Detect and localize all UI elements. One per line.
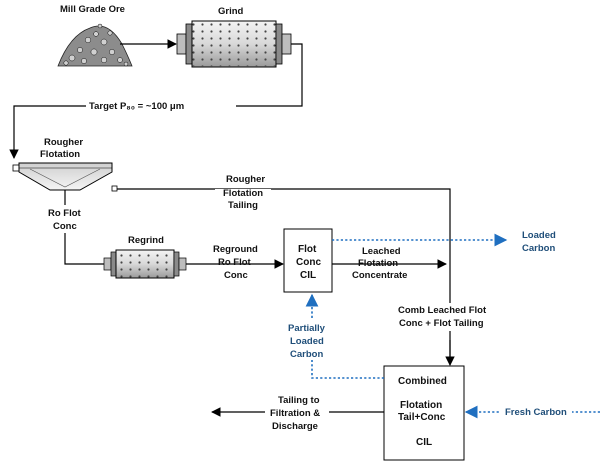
rougher-label-2: Flotation bbox=[40, 149, 80, 160]
rougher-tailing-label-1: Rougher bbox=[226, 174, 265, 185]
fresh-carbon-label: Fresh Carbon bbox=[505, 407, 567, 418]
tailing-label-bg bbox=[265, 393, 329, 433]
ro-flot-conc-label-1: Ro Flot bbox=[48, 208, 82, 219]
rougher-tailing-label-3: Tailing bbox=[228, 200, 258, 211]
tailing-label-2: Filtration & bbox=[270, 408, 320, 419]
target-label-bg bbox=[86, 98, 236, 112]
partially-loaded-label-3: Carbon bbox=[290, 349, 323, 360]
combined-cil-label-4: CIL bbox=[416, 437, 432, 448]
fresh-carbon-label-bg bbox=[500, 404, 572, 418]
partially-loaded-carbon-arrow bbox=[305, 293, 384, 379]
rougher-tailing-label-bg bbox=[215, 189, 271, 211]
regrind-mill-icon bbox=[103, 249, 187, 279]
comb-leached-label-bg bbox=[392, 303, 504, 331]
target-label: Target P₈₀ = ~100 μm bbox=[89, 101, 184, 112]
grind-to-rougher-arrow bbox=[9, 43, 303, 159]
ro-flot-conc-label-2: Conc bbox=[53, 221, 77, 232]
comb-leached-label-2: Conc + Flot Tailing bbox=[399, 318, 484, 329]
leached-conc-label-1: Leached bbox=[362, 246, 401, 257]
reground-label-2: Ro Flot bbox=[218, 257, 252, 268]
loaded-carbon-label-2: Carbon bbox=[522, 243, 555, 254]
flot-conc-cil-box bbox=[283, 228, 333, 293]
combined-cil-box bbox=[383, 365, 465, 461]
rougher-label-1: Rougher bbox=[44, 137, 83, 148]
partially-loaded-label-2: Loaded bbox=[290, 336, 324, 347]
rougher-tailing-label-2: Flotation bbox=[223, 188, 263, 199]
partially-loaded-label-1: Partially bbox=[288, 323, 326, 334]
grind-label: Grind bbox=[218, 6, 244, 17]
grind-mill-icon bbox=[176, 20, 292, 68]
rougher-flotation-cell-icon bbox=[12, 162, 118, 192]
partially-loaded-label-bg bbox=[282, 320, 332, 360]
combined-cil-label-3: Tail+Conc bbox=[398, 412, 446, 423]
combined-cil-label-2: Flotation bbox=[400, 400, 442, 411]
leached-conc-label-3: Concentrate bbox=[352, 270, 407, 281]
reground-label-1: Reground bbox=[213, 244, 258, 255]
loaded-carbon-label-1: Loaded bbox=[522, 230, 556, 241]
ore-pile-icon bbox=[57, 23, 133, 67]
flot-cil-label-2: Conc bbox=[296, 257, 321, 268]
leached-conc-label-bg bbox=[350, 268, 416, 280]
regrind-label: Regrind bbox=[128, 235, 164, 246]
ore-label: Mill Grade Ore bbox=[60, 4, 125, 15]
combined-cil-label-1: Combined bbox=[398, 376, 447, 387]
flot-cil-label-3: CIL bbox=[300, 270, 316, 281]
ro-flot-conc-label-bg bbox=[40, 205, 90, 233]
comb-leached-label-1: Comb Leached Flot bbox=[398, 305, 487, 316]
flot-cil-label-1: Flot bbox=[298, 244, 317, 255]
tailing-label-1: Tailing to bbox=[278, 395, 320, 406]
reground-label-3: Conc bbox=[224, 270, 248, 281]
leached-conc-label-2: Flotation bbox=[358, 258, 398, 269]
tailing-label-3: Discharge bbox=[272, 421, 318, 432]
